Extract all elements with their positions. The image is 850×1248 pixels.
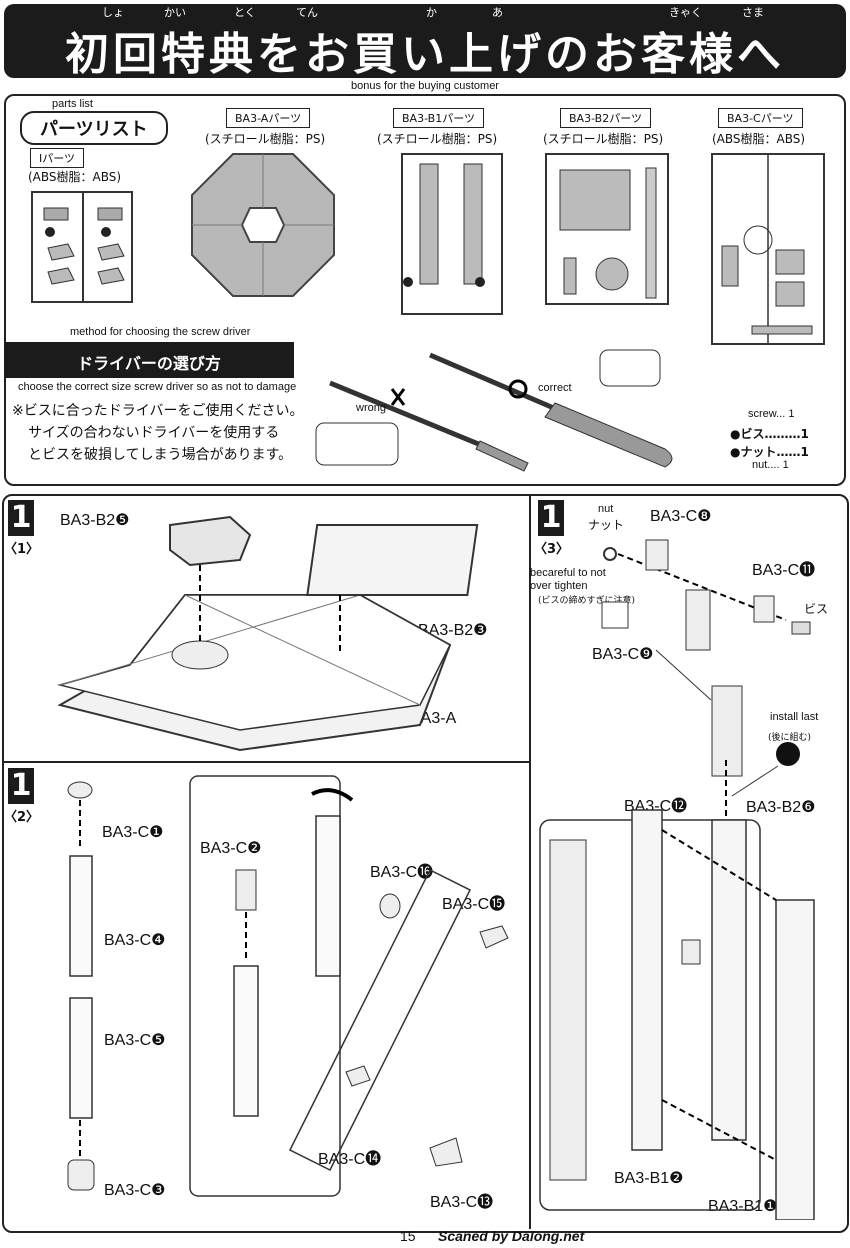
step-number: 1 (8, 500, 34, 536)
part-label: BA3-C⓯ (442, 896, 506, 913)
part-label: BA3-B2❻ (746, 799, 816, 816)
driver-note-line: ※ビスに合ったドライバーをご使用ください。 (12, 403, 304, 419)
screw-count-en: screw... 1 (748, 408, 795, 420)
part-label: BA3-C❾ (592, 646, 654, 663)
part-label: BA3-B1❷ (614, 1170, 684, 1187)
part-label: BA3-C❶ (102, 824, 164, 841)
install-last-en: install last (770, 711, 819, 723)
subtitle: bonus for the buying customer (351, 80, 499, 92)
part-set-name: BA3-B1パーツ (393, 108, 484, 128)
row-divider (2, 761, 530, 763)
screw-count-jp: ●ビス………1 (730, 427, 809, 441)
furigana: しょ (102, 6, 124, 19)
furigana: か (426, 6, 437, 19)
driver-title: ドライバーの選び方 (77, 354, 221, 373)
step3-drawing (539, 539, 815, 1220)
runner-ba3-c-drawing (711, 153, 825, 345)
part-label: BA3-C❽ (650, 508, 712, 525)
part-set-material: (ABS樹脂：ABS) (28, 170, 122, 184)
furigana: とく (234, 6, 256, 19)
part-label: BA3-B2❸ (418, 622, 488, 639)
screw-jp: ビス (804, 602, 829, 616)
step-sub: 〈2〉 (4, 810, 40, 825)
part-set-material: (スチロール樹脂：PS) (205, 132, 326, 146)
careful-en-2: over tighten (530, 580, 588, 592)
part-set-name: BA3-Cパーツ (718, 108, 803, 128)
step2-drawing (67, 775, 509, 1197)
runner-ba3-b1-drawing (401, 153, 503, 315)
careful-jp: (ビスの締めすぎに注意) (538, 596, 636, 606)
driver-method-en: method for choosing the screw driver (70, 326, 251, 338)
runner-i-drawing (31, 191, 133, 303)
furigana: かい (164, 6, 186, 19)
driver-note-line: とビスを破損してしまう場合があります。 (28, 447, 293, 463)
column-divider (529, 494, 531, 1229)
part-set-material: (スチロール樹脂：PS) (377, 132, 498, 146)
careful-en-1: becareful to not (530, 567, 606, 579)
part-label: BA3-C❷ (200, 840, 262, 857)
part-label: BA3-B2❺ (60, 512, 130, 529)
nut-count-jp: ●ナット……1 (730, 445, 809, 459)
scan-credit: Scaned by Dalong.net (438, 1228, 585, 1244)
part-set-material: (ABS樹脂：ABS) (712, 132, 806, 146)
step-sub: 〈3〉 (534, 542, 570, 557)
furigana: てん (296, 6, 318, 19)
nut-en: nut (598, 503, 614, 515)
furigana: あ (492, 6, 503, 19)
part-set-material: (スチロール樹脂：PS) (543, 132, 664, 146)
part-label: BA3-C❺ (104, 1032, 166, 1049)
part-set-name: BA3-Aパーツ (226, 108, 311, 128)
runner-ba3-b2-drawing (545, 153, 669, 305)
driver-choose-en: choose the correct size screw driver so … (18, 381, 297, 393)
correct-label: correct (538, 382, 572, 394)
part-label: BA3-C⓫ (752, 562, 816, 579)
page-number: 15 (400, 1228, 416, 1244)
part-label: BA3-C❹ (104, 932, 166, 949)
part-label: BA3-C⓰ (370, 864, 434, 881)
part-label: BA3-C⓭ (430, 1194, 494, 1211)
wrong-label: wrong (356, 402, 386, 414)
part-label: BA3-C❸ (104, 1182, 166, 1199)
runner-ba3-a-drawing (191, 153, 335, 297)
nut-jp: ナット (588, 518, 625, 532)
parts-list-en: parts list (52, 98, 93, 110)
furigana: さま (742, 6, 764, 19)
page-title: 初回特典をお買い上げのお客様へ (65, 29, 785, 80)
driver-note: ※ビスに合ったドライバーをご使用ください。 サイズの合わないドライバーを使用する… (12, 400, 303, 466)
install-last-jp: (後に組む) (768, 733, 812, 743)
driver-note-line: サイズの合わないドライバーを使用する (28, 425, 280, 441)
furigana: きゃく (669, 6, 702, 19)
nut-count-en: nut.... 1 (752, 459, 789, 471)
screwdriver-drawing (315, 349, 673, 472)
step-number: 1 (8, 768, 34, 804)
parts-list-title: パーツリスト (20, 111, 168, 145)
part-set-name: BA3-B2パーツ (560, 108, 651, 128)
step1-drawing (57, 515, 479, 752)
driver-title-bar: ドライバーの選び方 (4, 342, 294, 378)
step-number: 1 (538, 500, 564, 536)
header-banner: しょ かい とく てん か あ きゃく さま 初回特典をお買い上げのお客様へ (4, 4, 846, 80)
part-set-name: Iパーツ (30, 148, 85, 168)
step-sub: 〈1〉 (4, 542, 40, 557)
